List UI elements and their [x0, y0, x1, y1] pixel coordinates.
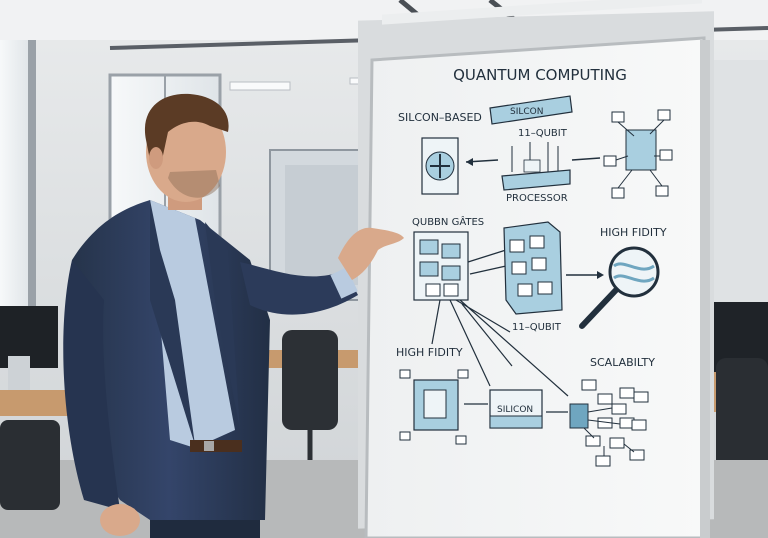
- window-left: [0, 40, 30, 310]
- qubit-network-bottom: [569, 379, 649, 467]
- arrowhead: [466, 158, 473, 166]
- silicon-chip-top: [489, 95, 573, 125]
- magnifier-icon: [579, 246, 660, 329]
- presenter-hand: [338, 227, 404, 280]
- presenter-arm: [240, 262, 358, 315]
- easel-leg: [700, 40, 710, 538]
- arrowhead: [597, 271, 604, 279]
- label-silicon-bottom: SILICON: [497, 405, 533, 415]
- arrow-gates-mid-2: [469, 265, 507, 275]
- label-high-fidelity-left: HIGH FIDITY: [396, 346, 463, 359]
- whiteboard: QUANTUM COMPUTING SILCON–BASED SILCON 11…: [358, 0, 714, 538]
- atom-icon: [421, 137, 459, 195]
- connector: [455, 299, 511, 333]
- connector: [459, 299, 569, 397]
- lapel: [205, 222, 240, 430]
- chip-high-fidelity: [399, 369, 469, 445]
- chair-left: [0, 420, 60, 510]
- chair-mid: [282, 330, 338, 430]
- label-high-fidelity-right: HIGH FIDITY: [600, 226, 667, 239]
- presenter-ear: [149, 147, 163, 169]
- presenter-left-arm: [63, 260, 120, 510]
- belt-buckle: [204, 441, 214, 451]
- presenter-shirt: [150, 200, 235, 448]
- processor-block: [501, 142, 571, 191]
- board-title: QUANTUM COMPUTING: [453, 66, 627, 84]
- lapel: [150, 200, 195, 445]
- label-11-qubit-mid: 11–QUBIT: [512, 322, 562, 333]
- presenter-beard: [168, 170, 220, 198]
- qubit-network-top: [603, 109, 673, 199]
- label-processor: PROCESSOR: [506, 193, 568, 204]
- label-qubit-gates: QUBBN GÂTES: [412, 215, 484, 228]
- arrow-right-top: [571, 157, 601, 161]
- window-left-frame: [28, 40, 36, 310]
- connector: [461, 303, 513, 367]
- shirt-cuff: [330, 267, 358, 299]
- qubit-gate-grid-left: [413, 231, 469, 301]
- right-wall: [712, 60, 768, 320]
- connector: [431, 299, 441, 345]
- label-silicon-based: SILCON–BASED: [398, 111, 482, 124]
- label-scalability: SCALABILTY: [590, 356, 655, 369]
- label-11-qubit-top: 11–QUBIT: [518, 128, 568, 139]
- silicon-chip-bottom: [489, 389, 543, 429]
- ceiling-light: [229, 81, 291, 91]
- whiteboard-top-bar: [382, 0, 702, 25]
- presenter-hair: [144, 93, 229, 160]
- arrow-gates-mid: [467, 249, 507, 263]
- qubit-gate-grid-right: [503, 221, 563, 315]
- presenter: [63, 93, 404, 538]
- presenter-left-hand: [100, 504, 140, 536]
- presenter-belt: [190, 440, 242, 452]
- connector: [449, 299, 491, 387]
- laptop-left: [8, 356, 30, 390]
- label-silicon-top: SILCON: [510, 107, 543, 117]
